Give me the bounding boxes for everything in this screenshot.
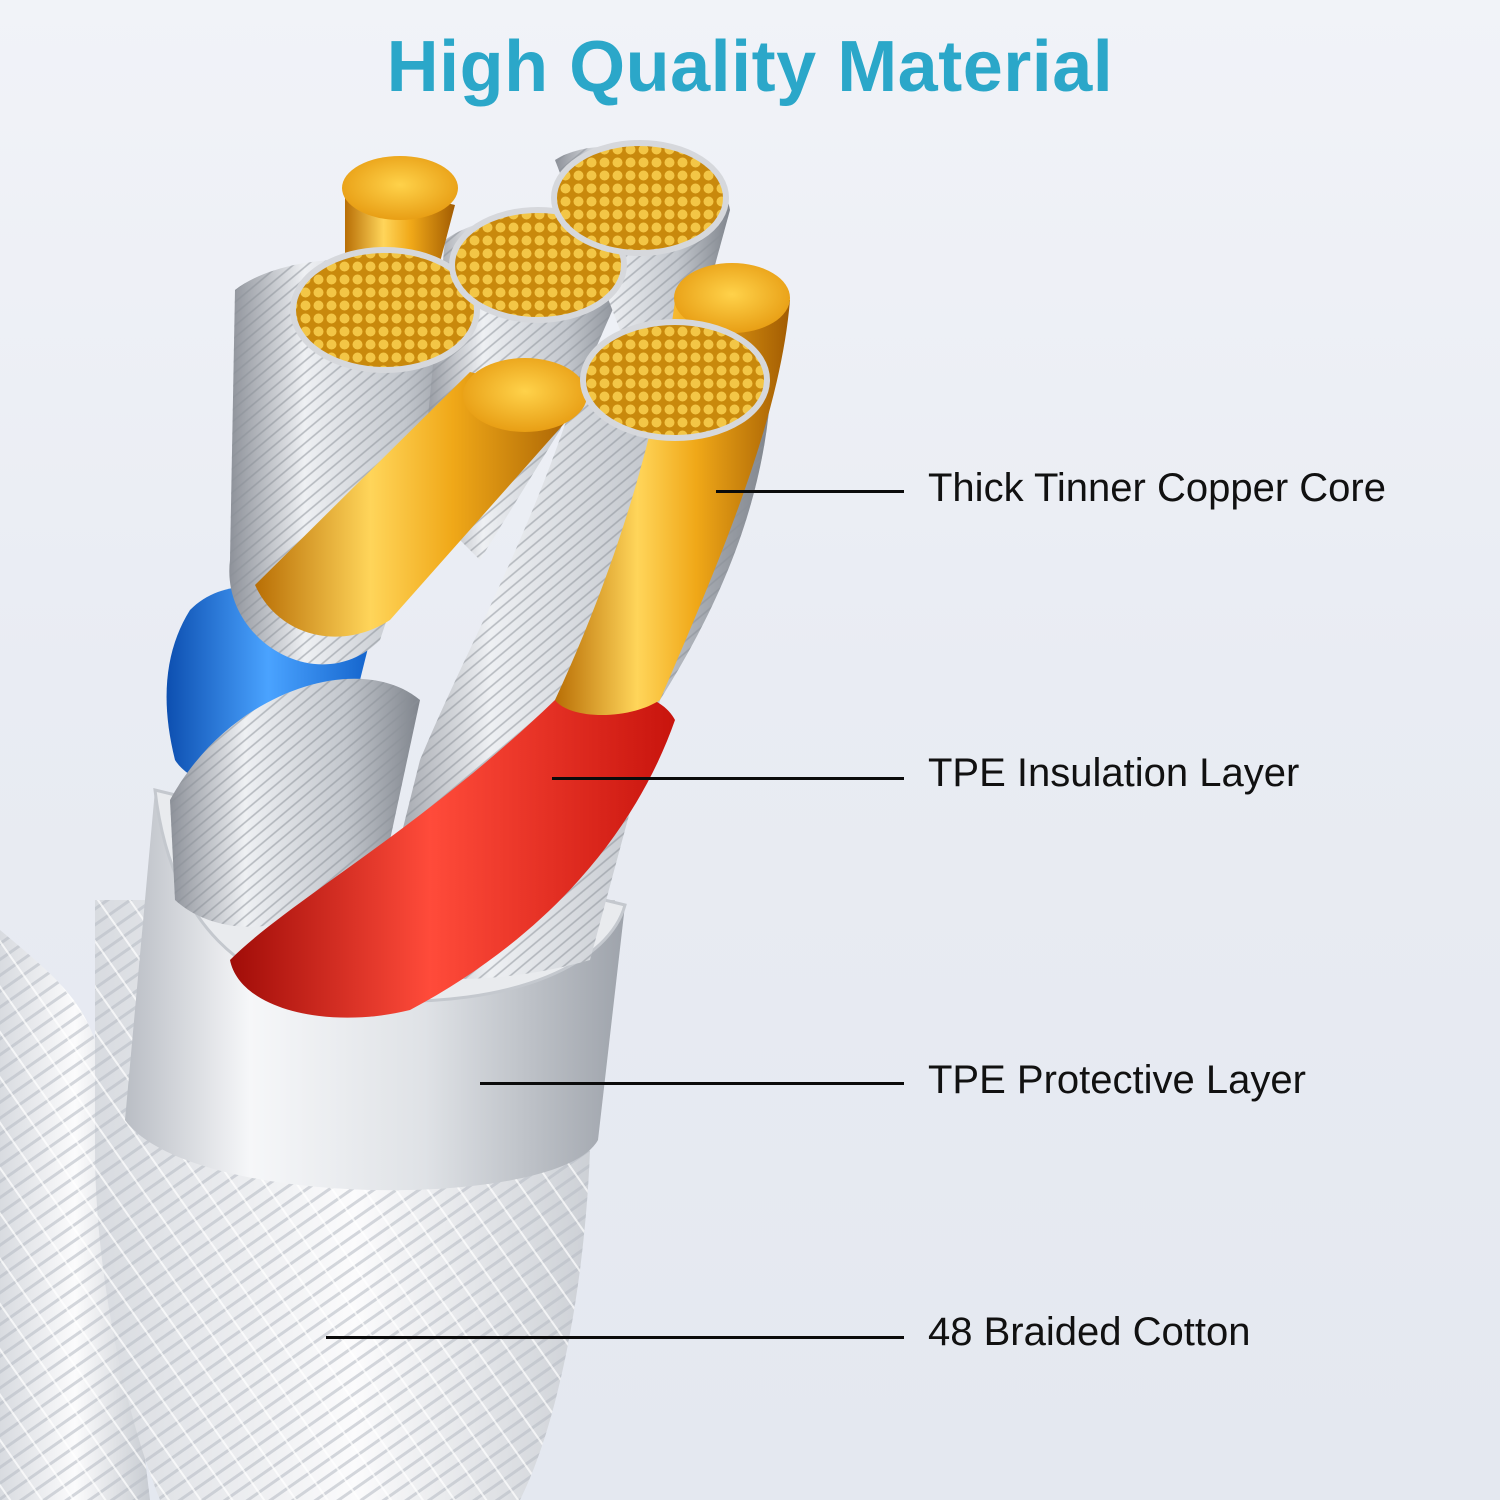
label-copper-core: Thick Tinner Copper Core xyxy=(928,466,1386,510)
page-title: High Quality Material xyxy=(386,27,1114,107)
leader-line-insulation-layer xyxy=(552,777,904,780)
leader-line-copper-core xyxy=(716,490,904,493)
red-insulated-wire xyxy=(230,689,675,1018)
label-protective-layer: TPE Protective Layer xyxy=(928,1058,1306,1102)
strand-ends xyxy=(290,140,770,441)
label-insulation-layer: TPE Insulation Layer xyxy=(928,751,1300,795)
label-braided-cotton: 48 Braided Cotton xyxy=(928,1310,1251,1354)
leader-line-protective-layer xyxy=(480,1082,904,1085)
leader-line-braided-cotton xyxy=(326,1336,904,1339)
